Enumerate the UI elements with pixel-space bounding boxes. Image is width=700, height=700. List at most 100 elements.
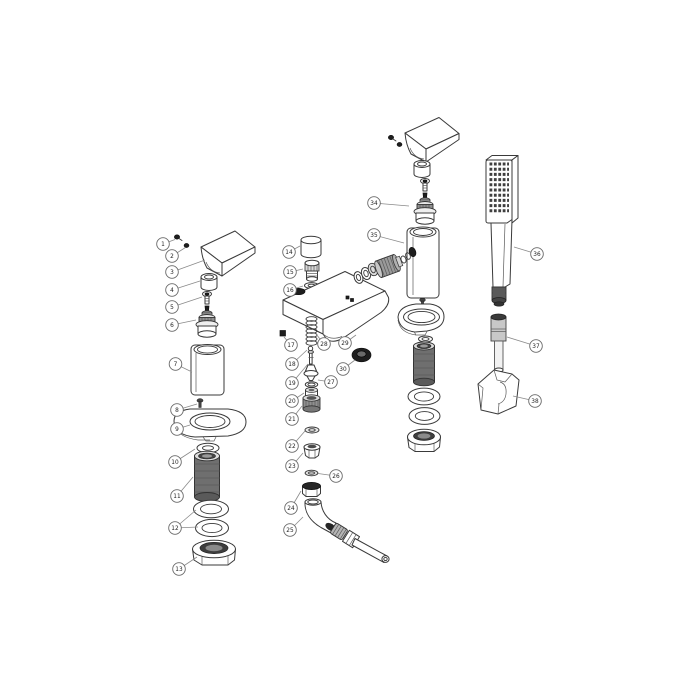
wall-bracket — [477, 369, 520, 415]
svg-text:13: 13 — [175, 567, 183, 573]
threaded-shank — [194, 450, 220, 502]
callout-spout-body: 29 — [338, 334, 357, 350]
callout-base-plate: 9 — [170, 422, 191, 436]
svg-text:6: 6 — [170, 323, 174, 329]
screw-icon — [388, 135, 403, 147]
svg-text:5: 5 — [170, 305, 174, 311]
callout-o-ring: 27 — [317, 375, 338, 389]
callout-backnut: 13 — [172, 556, 198, 576]
svg-text:7: 7 — [174, 362, 178, 368]
valve-column — [190, 344, 225, 396]
callout-diverter-cap: 14 — [282, 245, 301, 259]
callout-layer: 1234567891011121314151617181920212223242… — [156, 196, 544, 576]
fixing-screw — [196, 398, 204, 408]
callout-rubber-ring: 30 — [336, 359, 356, 376]
elbow-connector — [304, 498, 390, 563]
callout-cartridge-right: 34 — [367, 196, 410, 210]
cartridge-screw — [202, 291, 212, 305]
sealing-washer-right-1 — [407, 387, 441, 406]
callout-spring: 28 — [315, 333, 331, 351]
svg-text:4: 4 — [170, 288, 174, 294]
callout-diverter-knob: 15 — [283, 265, 304, 279]
svg-text:24: 24 — [287, 506, 295, 512]
svg-text:9: 9 — [175, 427, 179, 433]
callout-washer: 16 — [283, 283, 304, 297]
cartridge-screw-right — [420, 178, 430, 192]
svg-text:35: 35 — [370, 233, 378, 239]
shower-handset — [485, 155, 519, 307]
right-assembly — [353, 117, 460, 452]
svg-text:8: 8 — [175, 408, 179, 414]
cartridge — [195, 305, 219, 338]
accessories — [477, 155, 520, 415]
callout-wall-bracket: 38 — [512, 394, 542, 408]
callout-sealing-washers: 12 — [168, 509, 199, 535]
callout-threaded-shank: 11 — [170, 476, 194, 503]
callout-shower-handset: 36 — [513, 246, 544, 261]
sealing-washer-right-2 — [408, 407, 441, 425]
o-ring-27 — [304, 381, 319, 388]
backnut — [192, 539, 236, 566]
callout-outlet-nut: 23 — [285, 452, 304, 473]
lever-handle — [200, 230, 256, 277]
svg-text:19: 19 — [288, 381, 296, 387]
svg-text:3: 3 — [170, 270, 174, 276]
lever-handle-right — [404, 117, 460, 163]
washer-22 — [304, 426, 320, 434]
callout-elbow-connector: 25 — [283, 516, 304, 537]
diverter-cap — [300, 235, 322, 259]
diverter-pin — [307, 345, 314, 352]
cartridge-right — [413, 192, 437, 225]
svg-text:1: 1 — [161, 242, 165, 248]
callout-valve-column-right: 35 — [367, 228, 405, 244]
handle-cap — [200, 273, 218, 291]
inlet-hole — [408, 246, 417, 258]
svg-text:18: 18 — [288, 362, 296, 368]
svg-text:11: 11 — [173, 494, 181, 500]
svg-text:26: 26 — [332, 474, 340, 480]
callout-diverter-housing: 21 — [285, 405, 303, 426]
base-plate — [173, 408, 247, 442]
hose-connector — [490, 313, 507, 373]
svg-text:10: 10 — [171, 460, 179, 466]
callout-diverter-rod: 19 — [285, 363, 309, 390]
svg-text:29: 29 — [341, 341, 349, 347]
sealing-washer-2 — [195, 518, 229, 538]
inlet-connector-stack — [353, 252, 411, 284]
blanking-cap — [302, 481, 321, 497]
svg-text:23: 23 — [288, 464, 296, 470]
svg-text:38: 38 — [531, 399, 539, 405]
callout-grub-screw: 17 — [283, 336, 298, 352]
svg-text:22: 22 — [288, 444, 296, 450]
callout-handle-cap: 4 — [165, 280, 201, 297]
spring — [305, 316, 318, 346]
washer-right — [418, 335, 433, 343]
callout-handle-screw: 1 — [156, 237, 176, 251]
left-assembly — [173, 230, 256, 566]
svg-text:17: 17 — [287, 343, 295, 349]
svg-text:34: 34 — [370, 201, 378, 207]
callout-hose-connector: 37 — [506, 336, 543, 353]
callout-washer: 22 — [285, 430, 306, 453]
base-plate-right — [397, 303, 445, 336]
callout-valve-column: 7 — [168, 357, 193, 373]
svg-text:28: 28 — [320, 342, 328, 348]
svg-text:15: 15 — [286, 270, 294, 276]
callout-washer: 10 — [168, 448, 196, 469]
svg-text:25: 25 — [286, 528, 294, 534]
backnut-right — [407, 428, 441, 452]
screw-icon — [174, 234, 190, 248]
callout-grub-screw: 2 — [165, 247, 186, 263]
rubber-ring — [351, 347, 372, 363]
sealing-washer-1 — [193, 499, 229, 519]
svg-text:27: 27 — [327, 380, 335, 386]
callout-blanking-cap: 24 — [284, 490, 302, 515]
washer-26 — [304, 469, 319, 477]
spout-body — [279, 271, 390, 342]
diverter-housing — [302, 394, 321, 413]
svg-text:2: 2 — [170, 254, 174, 260]
grub-screw-17 — [279, 330, 286, 337]
callout-diverter-pin: 18 — [285, 349, 308, 371]
